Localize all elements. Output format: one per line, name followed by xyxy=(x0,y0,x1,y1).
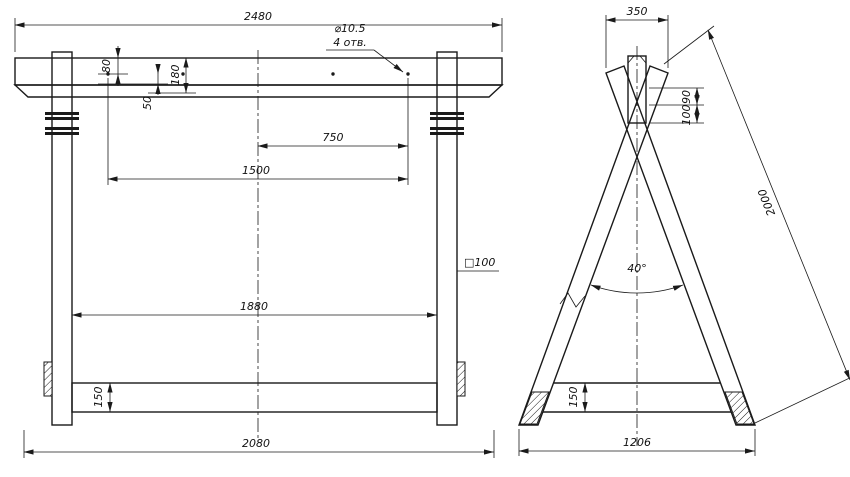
dim-150-front-label: 150 xyxy=(92,387,105,408)
dim-100-label: 100 xyxy=(680,105,693,126)
dim-1206-label: 1206 xyxy=(623,436,651,449)
side-view: 350 90 100 2000 40° 150 1206 xyxy=(517,5,850,456)
beam-cross-section xyxy=(627,55,647,124)
side-left-leg xyxy=(517,65,669,426)
front-extension-lines xyxy=(14,18,503,458)
dim-2080-label: 2080 xyxy=(242,437,270,450)
hole-diameter-label: ⌀10.5 xyxy=(334,22,365,35)
front-left-leg xyxy=(51,51,73,426)
left-foot-pad xyxy=(519,391,550,425)
dim-2000-label: 2000 xyxy=(755,187,778,218)
section-note-label: □100 xyxy=(464,256,495,269)
dim-350-label: 350 xyxy=(627,5,648,18)
beam-chamfer-left xyxy=(627,55,635,64)
front-dimension-lines xyxy=(14,22,502,455)
dim-150-side-label: 150 xyxy=(567,387,580,408)
side-right-leg xyxy=(605,65,757,426)
break-mark xyxy=(559,292,586,308)
bottom-stretcher xyxy=(71,382,438,413)
dim-50-label: 50 xyxy=(141,96,154,110)
side-dimension-lines xyxy=(518,17,850,454)
front-view: 2480 ⌀10.5 4 отв. 80 180 50 750 1500 188… xyxy=(13,10,504,458)
left-brace-pad xyxy=(43,361,53,397)
beam-chamfer-right xyxy=(639,55,647,64)
angle-40-label: 40° xyxy=(627,262,647,275)
dim-180-label: 180 xyxy=(169,65,182,86)
left-leg-clamps xyxy=(45,112,79,135)
dim-1880-label: 1880 xyxy=(240,300,268,313)
hole-count-label: 4 отв. xyxy=(333,36,367,49)
dim-1500-label: 1500 xyxy=(242,164,270,177)
front-right-leg xyxy=(436,51,458,426)
dim-750-label: 750 xyxy=(323,131,344,144)
dim-80-label: 80 xyxy=(100,59,113,73)
right-brace-pad xyxy=(456,361,466,397)
dim-2480-label: 2480 xyxy=(244,10,272,23)
right-foot-pad xyxy=(724,391,755,425)
beam-cap-board xyxy=(13,84,504,98)
right-leg-clamps xyxy=(430,112,464,135)
dim-90-label: 90 xyxy=(680,90,693,104)
top-beam xyxy=(14,57,503,86)
